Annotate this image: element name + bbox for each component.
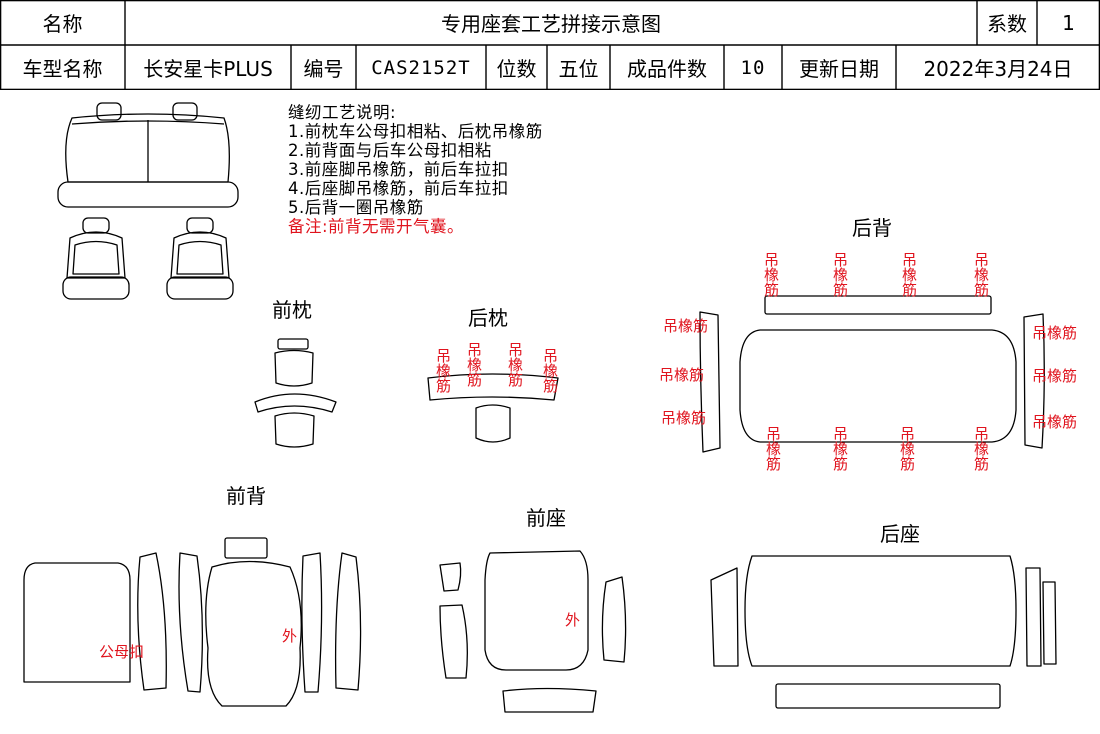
elastic-label: 吊橡筋 bbox=[1032, 413, 1078, 431]
elastic-label: 吊橡筋 bbox=[465, 342, 483, 387]
section-title-rear-seat: 后座 bbox=[880, 522, 920, 546]
elastic-label: 吊橡筋 bbox=[506, 342, 524, 387]
section-title-front-seat: 前座 bbox=[526, 506, 566, 530]
elastic-label: 吊橡筋 bbox=[972, 426, 990, 471]
elastic-label: 吊橡筋 bbox=[762, 252, 780, 297]
seats-label: 位数 bbox=[496, 57, 537, 81]
elastic-label: 吊橡筋 bbox=[900, 252, 918, 297]
section-title-front-headrest: 前枕 bbox=[272, 298, 312, 322]
outer-side-label: 外 bbox=[565, 611, 581, 629]
elastic-label: 吊橡筋 bbox=[764, 426, 782, 471]
elastic-label: 吊橡筋 bbox=[434, 348, 452, 393]
elastic-label: 吊橡筋 bbox=[972, 252, 990, 297]
model-value: 长安星卡PLUS bbox=[143, 57, 273, 81]
section-title-front-back: 前背 bbox=[226, 484, 266, 508]
sewing-notes: 缝纫工艺说明: 1.前枕车公母扣相粘、后枕吊橡筋 2.前背面与后车公母扣相粘 3… bbox=[288, 103, 543, 236]
header-table: 名称 专用座套工艺拼接示意图 系数 1 车型名称 长安星卡PLUS 编号 CAS… bbox=[0, 0, 1100, 90]
elastic-label: 吊橡筋 bbox=[663, 317, 709, 335]
elastic-label: 吊橡筋 bbox=[1032, 367, 1078, 385]
front-seat-pieces bbox=[439, 550, 627, 713]
note-item: 4.后座脚吊橡筋，前后车拉扣 bbox=[288, 179, 509, 198]
updated-label: 更新日期 bbox=[799, 57, 879, 81]
front-headrest-pieces bbox=[254, 338, 337, 448]
note-item: 2.前背面与后车公母扣相粘 bbox=[288, 141, 492, 160]
elastic-label: 吊橡筋 bbox=[1032, 324, 1078, 342]
code-label: 编号 bbox=[303, 57, 344, 81]
header-grid bbox=[0, 0, 1100, 90]
notes-title: 缝纫工艺说明: bbox=[288, 103, 397, 122]
elastic-label: 吊橡筋 bbox=[659, 366, 705, 384]
note-item: 3.前座脚吊橡筋，前后车拉扣 bbox=[288, 160, 509, 179]
document-title: 专用座套工艺拼接示意图 bbox=[441, 12, 661, 36]
coefficient-value: 1 bbox=[1062, 10, 1075, 35]
note-item: 1.前枕车公母扣相粘、后枕吊橡筋 bbox=[288, 122, 543, 141]
elastic-label: 吊橡筋 bbox=[661, 409, 707, 427]
pieces-label: 成品件数 bbox=[627, 57, 707, 81]
elastic-label: 吊橡筋 bbox=[541, 348, 559, 393]
updated-value: 2022年3月24日 bbox=[923, 57, 1073, 81]
elastic-label: 吊橡筋 bbox=[898, 426, 916, 471]
model-label: 车型名称 bbox=[22, 57, 103, 81]
snap-button-label: 公母扣 bbox=[99, 643, 145, 661]
elastic-label: 吊橡筋 bbox=[831, 252, 849, 297]
note-item: 5.后背一圈吊橡筋 bbox=[288, 198, 424, 217]
pieces-value: 10 bbox=[740, 56, 766, 79]
seats-value: 五位 bbox=[558, 57, 599, 81]
rear-headrest-pieces bbox=[427, 373, 559, 443]
seat-illustration bbox=[57, 102, 239, 300]
coefficient-label: 系数 bbox=[987, 12, 1027, 36]
front-back-pieces bbox=[23, 537, 362, 707]
rear-seat-pieces bbox=[710, 555, 1057, 709]
outer-side-label: 外 bbox=[282, 627, 298, 645]
code-value: CAS2152T bbox=[371, 56, 471, 79]
section-title-rear-back: 后背 bbox=[852, 216, 892, 240]
section-title-rear-headrest: 后枕 bbox=[468, 306, 508, 330]
name-label: 名称 bbox=[42, 12, 83, 36]
rear-back-pieces bbox=[699, 295, 1045, 453]
elastic-label: 吊橡筋 bbox=[831, 426, 849, 471]
notes-remark: 备注:前背无需开气囊。 bbox=[288, 217, 465, 236]
